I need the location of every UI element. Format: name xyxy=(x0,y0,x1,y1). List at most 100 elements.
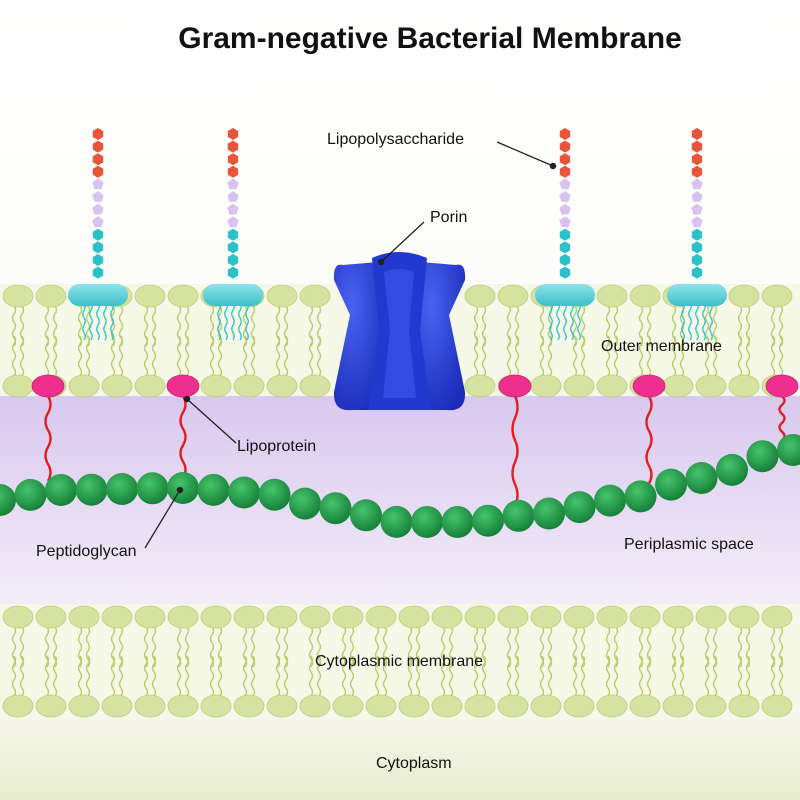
lipid-tail xyxy=(712,335,718,377)
lipid-tail xyxy=(151,305,157,347)
lipid-head xyxy=(695,374,727,398)
lipid-tail xyxy=(440,626,446,668)
lipid-tail xyxy=(745,305,751,347)
lipid-tail xyxy=(745,335,751,377)
lipid-tail xyxy=(242,626,248,668)
lipid-tail xyxy=(176,335,182,377)
peptidoglycan-bead xyxy=(319,492,352,525)
lipopolysaccharide xyxy=(68,128,128,341)
lipid-tail xyxy=(737,655,743,697)
lipid-tail xyxy=(275,335,281,377)
lipid-head xyxy=(200,605,232,629)
sugar-unit xyxy=(691,266,703,279)
lipid-tail xyxy=(275,626,281,668)
lps-anchor xyxy=(68,284,128,306)
lipid-tail xyxy=(481,655,487,697)
periplasmic-space-region xyxy=(0,396,800,610)
lipid-tail xyxy=(184,655,190,697)
lps-tail xyxy=(709,302,713,341)
lipid-tail xyxy=(19,655,25,697)
lipid-head xyxy=(596,374,628,398)
lipid-tail xyxy=(737,626,743,668)
lipoprotein xyxy=(498,374,532,507)
lipid-tail xyxy=(506,655,512,697)
lipid-tail xyxy=(11,626,17,668)
sugar-unit xyxy=(559,241,571,254)
peptidoglycan-bead xyxy=(289,487,321,520)
sugar-unit xyxy=(92,216,104,228)
sugar-unit xyxy=(691,216,703,228)
lipid-tail xyxy=(506,305,512,347)
lipid-head xyxy=(101,374,133,398)
sugar-unit xyxy=(92,140,104,153)
lipoprotein-head xyxy=(498,374,532,398)
lipid-tail xyxy=(52,335,58,377)
lps-tail xyxy=(110,302,114,341)
lipid-tail xyxy=(770,626,776,668)
lipid-head xyxy=(332,694,364,718)
lipid-head xyxy=(134,284,166,308)
lipid-tail xyxy=(580,335,586,377)
lipid-tail xyxy=(85,305,91,347)
lps-tail xyxy=(89,302,93,341)
lipid-tail xyxy=(316,655,322,697)
lipid-head xyxy=(35,284,67,308)
sugar-unit xyxy=(691,128,703,140)
lipid-head xyxy=(365,605,397,629)
lipid-tail xyxy=(11,305,17,347)
sugar-unit xyxy=(227,191,239,202)
lipid-tail xyxy=(770,305,776,347)
lipid-tail xyxy=(547,626,553,668)
lipid-tail xyxy=(580,305,586,347)
lipid-head xyxy=(266,284,298,308)
lipid-head xyxy=(629,605,661,629)
peptidoglycan-bead xyxy=(197,473,230,506)
lipid-tail xyxy=(514,305,520,347)
peptidoglycan-bead xyxy=(228,476,260,509)
lipid-tail xyxy=(151,655,157,697)
lipid-tail xyxy=(110,655,116,697)
lipid-head xyxy=(728,374,760,398)
lipid-tail xyxy=(283,335,289,377)
lipoprotein-head xyxy=(166,374,200,398)
lipid-tail xyxy=(85,655,91,697)
sugar-unit xyxy=(227,203,239,215)
lipid-tail xyxy=(605,626,611,668)
lipid-tail xyxy=(605,305,611,347)
lipid-tail xyxy=(415,655,421,697)
lipoprotein xyxy=(166,374,200,479)
lipid-head xyxy=(563,694,595,718)
lipid-tail xyxy=(77,655,83,697)
lipid-tail xyxy=(283,626,289,668)
lipid-tail xyxy=(473,655,479,697)
sugar-unit xyxy=(227,254,239,266)
lps-tail xyxy=(217,302,221,341)
sugar-unit xyxy=(92,128,104,140)
lipid-tail xyxy=(506,335,512,377)
lipid-head xyxy=(167,694,199,718)
lipid-head xyxy=(233,605,265,629)
leader-dot-peptidoglycan xyxy=(176,486,184,494)
lipid-tail xyxy=(704,655,710,697)
lipid-tail xyxy=(316,335,322,377)
sugar-unit xyxy=(559,165,571,178)
lipid-tail xyxy=(671,335,677,377)
lipid-tail xyxy=(374,655,380,697)
lipid-tail xyxy=(704,305,710,347)
peptidoglycan-bead xyxy=(685,462,718,494)
lipid-tail xyxy=(283,655,289,697)
peptidoglycan-bead xyxy=(258,478,291,511)
lipid-tail xyxy=(737,335,743,377)
peptidoglycan-bead xyxy=(136,472,169,505)
lipid-tail xyxy=(745,626,751,668)
lipid-head xyxy=(761,605,793,629)
lipid-tail xyxy=(250,335,256,377)
lipid-head xyxy=(266,605,298,629)
lipid-tail xyxy=(19,626,25,668)
lps-tail xyxy=(245,302,249,341)
lipid-tail xyxy=(638,305,644,347)
lipid-head xyxy=(629,694,661,718)
lipid-head xyxy=(761,284,793,308)
lipid-tail xyxy=(209,335,215,377)
sugar-unit xyxy=(691,254,703,266)
